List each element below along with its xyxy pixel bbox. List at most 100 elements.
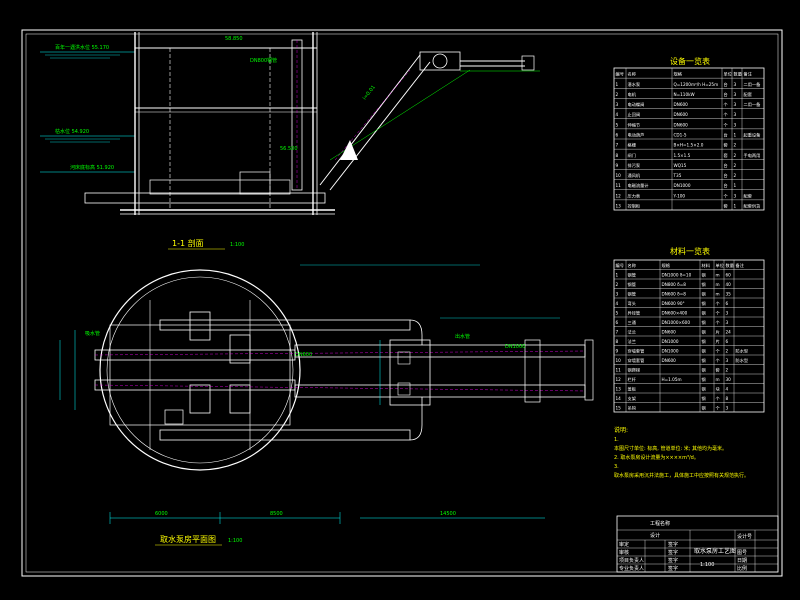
- equipment-table-cell: 配套: [744, 91, 753, 98]
- materials-table-cell: 钢: [702, 376, 706, 383]
- materials-table-cell: DN1000: [662, 339, 679, 344]
- label-pipe-branch: DN600: [295, 352, 312, 358]
- equipment-table-cell: 压力表: [628, 192, 641, 199]
- materials-table-cell: 2: [726, 368, 729, 373]
- materials-table-cell: 钢: [702, 338, 706, 345]
- title-block: 工程名称 设计 审定 审核 项目负责人 专业负责人 签字 签字 签字 签字 取水…: [616, 515, 779, 573]
- materials-table-cell: 钢: [702, 329, 706, 336]
- materials-table-cell: 15: [616, 406, 622, 411]
- note-line-4: 3.: [614, 464, 619, 470]
- equipment-table-cell: 伸缩节: [628, 121, 641, 128]
- equipment-table-cell: DN600: [674, 102, 689, 107]
- plan-view: 6000 8500 14500 DN1000 DN600 吸水管 出水管 取水泵…: [59, 264, 594, 546]
- equipment-table-cell: 12: [616, 193, 622, 198]
- equipment-table-cell: 10: [616, 173, 622, 178]
- materials-table-cell: 穿墙套管: [628, 357, 645, 364]
- equipment-table-cell: 二用一备: [744, 101, 762, 108]
- equipment-table-cell: 台: [724, 162, 728, 169]
- tb-right-3: 日期: [737, 558, 747, 564]
- materials-table-header-cell: 材料: [702, 262, 711, 269]
- materials-table-cell: 3: [726, 406, 729, 411]
- materials-table-cell: 片: [716, 338, 720, 345]
- materials-table-cell: 14: [616, 396, 622, 401]
- materials-table-header-cell: 备注: [736, 262, 745, 269]
- materials-table-cell: 块: [716, 386, 721, 393]
- materials-table-cell: 4: [616, 301, 619, 306]
- note-line-2: 本图尺寸单位: 标高, 管道单位: 米; 其他均为毫米。: [614, 445, 727, 452]
- tb-sign-3: 签字: [668, 557, 678, 564]
- tb-sub: 设计: [650, 532, 660, 539]
- dim-total: 14500: [440, 511, 456, 517]
- materials-table-cell: 防水型: [736, 348, 749, 355]
- materials-table-cell: 8: [726, 396, 729, 401]
- equipment-table-cell: DN600: [674, 122, 689, 127]
- equipment-table-cell: 排污泵: [628, 162, 641, 169]
- materials-table-cell: 个: [716, 406, 721, 411]
- tb-right-2: 图号: [737, 550, 747, 556]
- materials-table-cell: DN600×400: [662, 311, 688, 316]
- equipment-table-cell: 止回阀: [628, 111, 641, 118]
- equipment-table-cell: 个: [724, 112, 729, 117]
- notes-title: 说明:: [614, 426, 628, 434]
- materials-table-cell: 8: [616, 339, 619, 344]
- dim-b: 8500: [270, 511, 283, 517]
- materials-table-cell: 钢管: [628, 281, 636, 288]
- section-scale: 1:100: [230, 242, 244, 248]
- equipment-table-cell: 3: [734, 122, 737, 127]
- equipment-table-cell: 7: [616, 143, 619, 148]
- materials-table-cell: 钢: [702, 395, 706, 402]
- equipment-table-cell: 套: [724, 152, 729, 159]
- section-title: 1-1 剖面: [172, 238, 204, 248]
- equipment-table-cell: 套: [724, 203, 729, 210]
- materials-table-cell: 12: [616, 377, 622, 382]
- label-outlet: 出水管: [455, 333, 470, 340]
- materials-table-cell: 钢: [702, 357, 706, 364]
- equipment-table-cell: 台: [724, 182, 728, 189]
- materials-table-cell: 钢: [702, 386, 706, 393]
- materials-table-cell: 3: [616, 292, 619, 297]
- materials-table-cell: 6: [726, 339, 729, 344]
- materials-table-cell: 40: [726, 282, 732, 287]
- tb-right-1: 设计号: [737, 533, 752, 540]
- materials-table-cell: 2: [726, 349, 729, 354]
- materials-table-cell: 钢: [702, 300, 706, 307]
- materials-table-cell: 个: [716, 349, 721, 354]
- inner-frame: [25, 33, 779, 573]
- materials-table-cell: DN600: [662, 330, 677, 335]
- materials-table-cell: 个: [716, 320, 721, 325]
- equipment-table-cell: 4: [616, 112, 619, 117]
- label-pipe-note: DN800钢管: [250, 57, 277, 64]
- materials-table-cell: 钢管: [628, 272, 636, 279]
- equipment-table-cell: 电动葫芦: [628, 132, 645, 139]
- equipment-table-cell: 3: [734, 102, 737, 107]
- equipment-table-cell: 起重设备: [744, 132, 762, 139]
- equipment-table-cell: WQ15: [674, 163, 687, 168]
- equipment-table-cell: 二用一备: [744, 81, 762, 88]
- equipment-table-cell: 个: [724, 193, 729, 198]
- materials-table-cell: 钢: [702, 367, 706, 374]
- equipment-table-cell: 3: [616, 102, 619, 107]
- materials-table-cell: DN1000×600: [662, 320, 691, 325]
- equipment-table-cell: N=110kW: [674, 92, 695, 97]
- materials-table-header-cell: 编号: [616, 262, 624, 269]
- label-riverbed: 河床底标高 51.920: [70, 164, 114, 171]
- materials-table-cell: 7: [616, 330, 619, 335]
- equipment-table-cell: DN1000: [674, 183, 691, 188]
- materials-table-cell: 栏杆: [628, 376, 637, 383]
- equipment-table-cell: 5: [616, 122, 619, 127]
- materials-table-cell: 10: [616, 358, 622, 363]
- materials-table-cell: 6: [616, 320, 619, 325]
- equipment-table-title: 设备一览表: [670, 56, 710, 66]
- equipment-table-cell: T35: [673, 173, 682, 178]
- materials-table-cell: m: [716, 292, 720, 297]
- materials-table-header-cell: 单位: [716, 262, 724, 269]
- label-high-water: 百年一遇洪水位 55.170: [55, 44, 109, 51]
- notes-block: 说明: 1. 本图尺寸单位: 标高, 管道单位: 米; 其他均为毫米。 2. 取…: [614, 426, 749, 479]
- label-pipe-main: DN1000: [505, 344, 525, 350]
- tb-row-3: 项目负责人: [619, 557, 644, 564]
- materials-table-cell: 个: [716, 396, 721, 401]
- equipment-table-cell: 13: [616, 204, 622, 209]
- equipment-table-cell: 2: [734, 143, 737, 148]
- tb-sign-4: 签字: [668, 565, 678, 572]
- materials-table-cell: m: [716, 273, 720, 278]
